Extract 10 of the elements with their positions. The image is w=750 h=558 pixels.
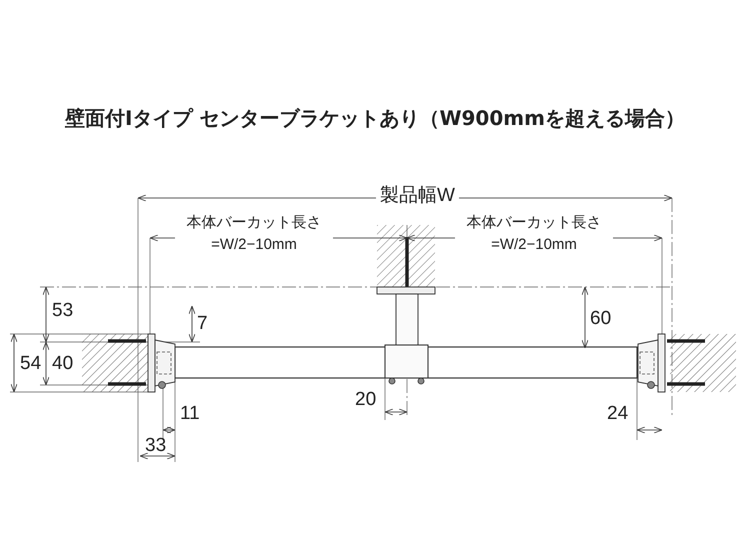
dimension-label: 54 (20, 354, 42, 375)
dimension-label: 20 (355, 390, 376, 411)
dimension-label: 53 (52, 301, 74, 322)
diagram-title: 壁面付Iタイプ センターブラケットあり（W900mmを超える場合） (64, 105, 686, 132)
dimension-label: 33 (145, 436, 166, 457)
dimension-label: 7 (197, 314, 208, 335)
dimension-label: 60 (590, 309, 612, 330)
dimension-label: 40 (52, 354, 74, 375)
dimension-label: 11 (180, 404, 200, 425)
dimension-label: 24 (607, 404, 628, 425)
